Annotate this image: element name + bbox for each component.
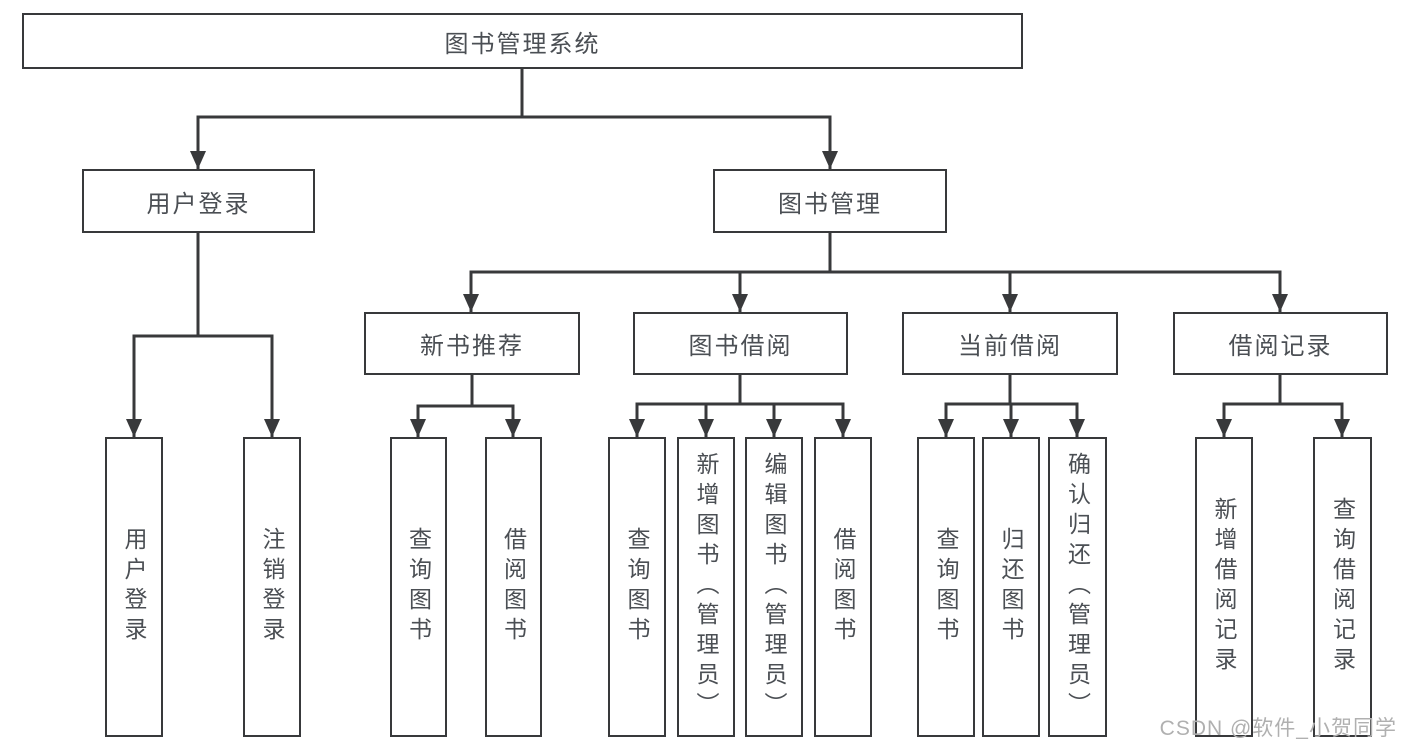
leaf-borrow-books-recommend: 借阅图书 <box>485 437 542 737</box>
leaf-edit-book-admin: 编辑图书（管理员） <box>745 437 803 737</box>
node-book-management: 图书管理 <box>713 169 947 233</box>
recommend-connectors <box>410 375 521 437</box>
leaf-return-book: 归还图书 <box>982 437 1040 737</box>
leaf-query-books-current: 查询图书 <box>917 437 975 737</box>
leaf-user-login: 用户登录 <box>105 437 163 737</box>
records-connectors <box>1216 375 1350 437</box>
borrow-connectors <box>629 375 851 437</box>
csdn-watermark: CSDN @软件_小贺同学 <box>1159 717 1397 740</box>
leaf-add-book-admin: 新增图书（管理员） <box>677 437 735 737</box>
leaf-query-borrow-record: 查询借阅记录 <box>1313 437 1372 737</box>
leaf-add-borrow-record: 新增借阅记录 <box>1195 437 1253 737</box>
node-current-borrow: 当前借阅 <box>902 312 1118 375</box>
leaf-logout: 注销登录 <box>243 437 301 737</box>
management-connectors <box>463 233 1288 312</box>
current-connectors <box>938 375 1085 437</box>
node-user-login: 用户登录 <box>82 169 315 233</box>
leaf-query-books-borrow: 查询图书 <box>608 437 666 737</box>
node-borrow-records: 借阅记录 <box>1173 312 1388 375</box>
login-connectors <box>126 233 280 437</box>
leaf-confirm-return-admin: 确认归还（管理员） <box>1048 437 1107 737</box>
leaf-query-books-recommend: 查询图书 <box>390 437 447 737</box>
node-book-borrow: 图书借阅 <box>633 312 848 375</box>
node-system-root: 图书管理系统 <box>22 13 1023 69</box>
leaf-borrow-books: 借阅图书 <box>814 437 872 737</box>
node-new-book-recommend: 新书推荐 <box>364 312 580 375</box>
root-connectors <box>190 68 838 169</box>
